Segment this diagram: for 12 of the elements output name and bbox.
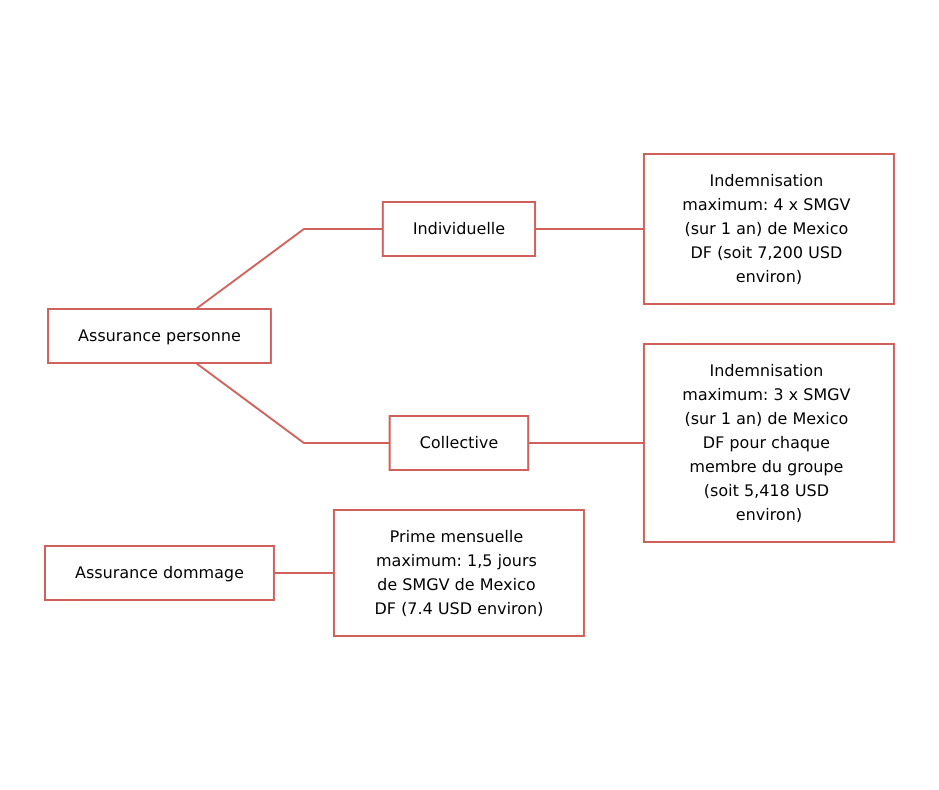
node-box: Indemnisation maximum: 3 x SMGV (sur 1 an) de Mexico DF pour chaque membre du groupe (soit 5,418 USD environ) — [642, 343, 895, 543]
node-box: Individuelle — [382, 201, 536, 257]
connector — [195, 362, 390, 444]
node-box: Assurance personne — [47, 308, 272, 364]
connector — [274, 572, 334, 574]
connector — [528, 442, 644, 444]
node-box: Assurance dommage — [44, 545, 275, 601]
node-box: Indemnisation maximum: 4 x SMGV (sur 1 an) de Mexico DF (soit 7,200 USD environ) — [642, 153, 895, 305]
node-box: Collective — [388, 415, 530, 471]
node-box: Prime mensuelle maximum: 1,5 jours de SMGV de Mexico DF (7.4 USD environ) — [332, 509, 585, 637]
connector — [195, 228, 383, 310]
connector — [535, 228, 644, 230]
